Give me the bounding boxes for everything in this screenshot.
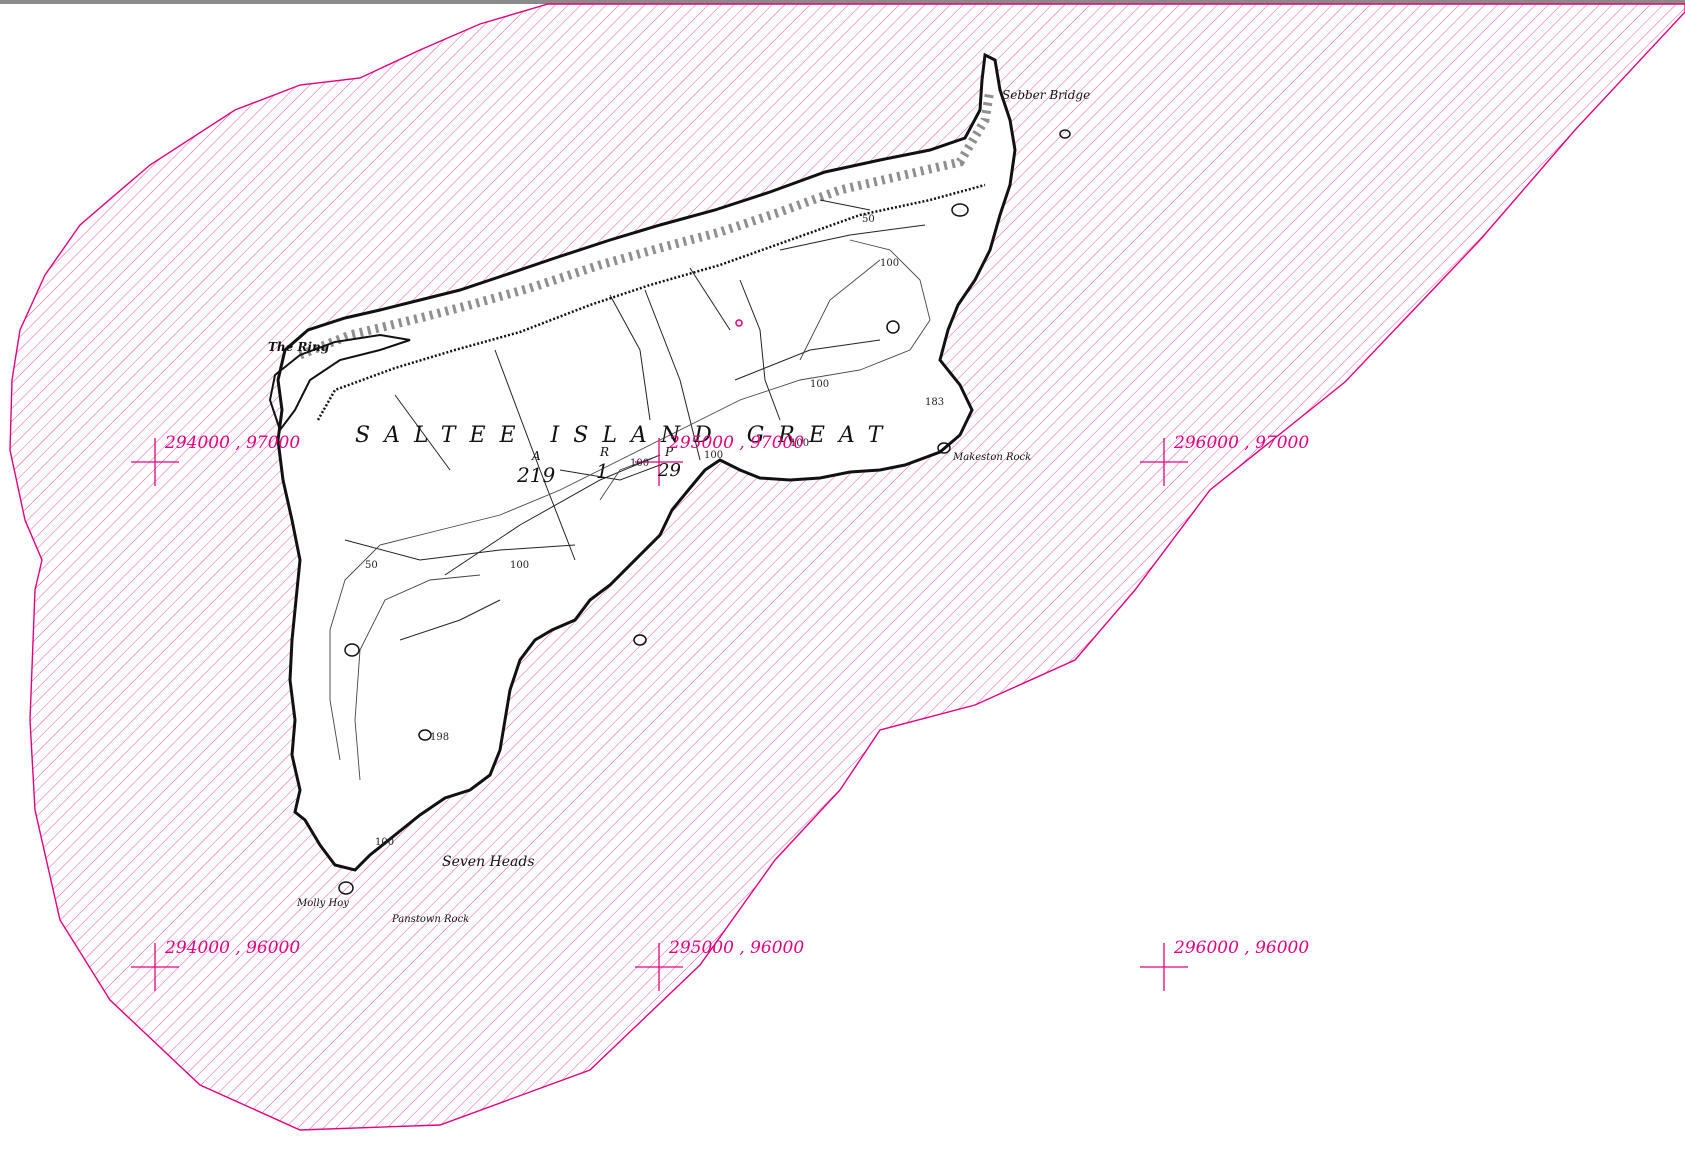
place-name-the-ring: The Ring xyxy=(268,340,329,354)
area-value-roods: 1 xyxy=(596,459,609,483)
contour-lines xyxy=(329,239,931,781)
area-value-perches: 29 xyxy=(657,460,681,481)
window-top-border xyxy=(0,0,1685,4)
spot-height: 198 xyxy=(430,732,449,743)
contour-label: 100 xyxy=(704,450,723,461)
contour-label: 50 xyxy=(365,560,378,571)
area-letter-r: R xyxy=(599,445,609,459)
place-name-molly-hoy: Molly Hoy xyxy=(296,898,349,909)
grid-label-296000-97000: 296000 , 97000 xyxy=(1173,433,1309,453)
area-letter-p: P xyxy=(664,445,674,459)
place-name-seven-heads: Seven Heads xyxy=(442,854,535,870)
coastal-rocks xyxy=(338,129,1071,895)
contour-label: 100 xyxy=(810,379,829,390)
area-value-acres: 219 xyxy=(516,463,555,487)
place-name-sebber-bridge: Sebber Bridge xyxy=(1002,88,1090,102)
grid-label-295000-96000: 295000 , 96000 xyxy=(668,938,804,958)
grid-label-294000-96000: 294000 , 96000 xyxy=(164,938,300,958)
spot-height: 183 xyxy=(925,397,944,408)
area-letter-a: A xyxy=(531,449,541,463)
hatched-buffer-zone[interactable] xyxy=(9,3,1685,1131)
island-title: SALTEE ISLAND GREAT xyxy=(355,423,896,448)
contour-label: 100 xyxy=(375,837,394,848)
grid-label-296000-96000: 296000 , 96000 xyxy=(1173,938,1309,958)
place-name-makeston-rock: Makeston Rock xyxy=(952,452,1031,463)
contour-label: 100 xyxy=(510,560,529,571)
the-ring-spit xyxy=(268,333,411,433)
grid-label-295000-97000: 295000 , 97000 xyxy=(668,433,804,453)
grid-crosses xyxy=(131,438,1188,991)
contour-label: 100 xyxy=(790,438,809,449)
place-name-panstown-rock: Panstown Rock xyxy=(391,914,469,925)
field-boundaries xyxy=(344,199,926,641)
contour-label: 50 xyxy=(862,214,875,225)
contour-label: 100 xyxy=(880,258,899,269)
north-shore-wall xyxy=(316,183,986,421)
contour-label: 100 xyxy=(630,458,649,469)
grid-label-294000-97000: 294000 , 97000 xyxy=(164,433,300,453)
survey-point-marker[interactable] xyxy=(735,319,743,327)
